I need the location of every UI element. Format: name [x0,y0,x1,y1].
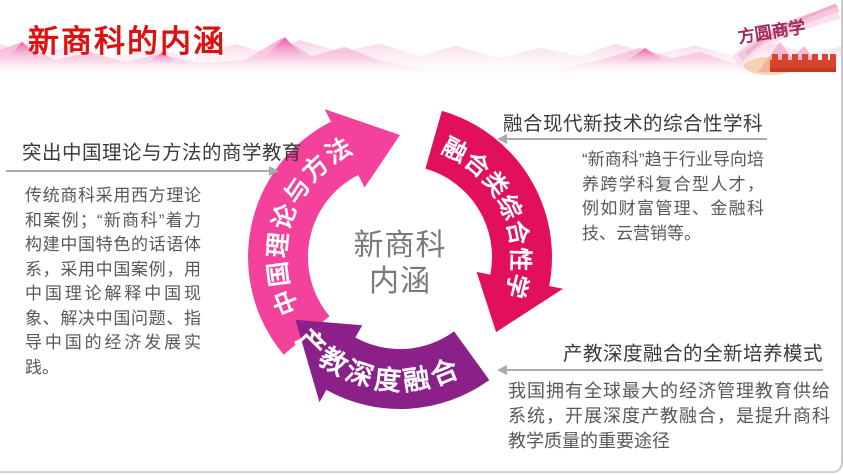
section-bottom-right-heading: 产教深度融合的全新培养模式 [562,343,823,365]
arc-label-industry-education-fusion: 产教深度融合 [291,323,466,397]
top-right-connector-arrow-icon [497,134,767,144]
section-top-right-body: “新商科”趋于行业导向培养跨学科复合型人才，例如财富管理、金融科技、云营销等。 [582,150,764,243]
section-bottom-right-body: 我国拥有全球最大的经济管理教育供给系统，开展深度产教融合，是提升商科教学质量的重… [508,381,830,451]
diagram-center-line1: 新商科 [353,229,447,262]
left-connector-arrow-icon [6,166,279,176]
arc-industry-education-fusion [295,319,490,409]
section-left-body: 传统商科采用西方理论和案例；“新商科”着力构建中国特色的话语体系，采用中国案例，… [25,186,201,377]
section-left-heading: 突出中国理论与方法的商学教育 [22,142,303,164]
diagram-center-line2: 内涵 [369,265,431,298]
logo-greatwall-icon [770,54,836,72]
logo-ribbon-icon [731,3,840,68]
diagram-center-label: 新商科 内涵 [330,228,470,300]
bottom-right-connector-arrow-icon [497,365,823,375]
brand-logo: 方圆商学 [731,3,840,75]
header-mountains-decoration [0,37,841,78]
page-title: 新商科的内涵 [28,24,226,59]
section-top-right-heading: 融合现代新技术的综合性学科 [503,113,764,135]
